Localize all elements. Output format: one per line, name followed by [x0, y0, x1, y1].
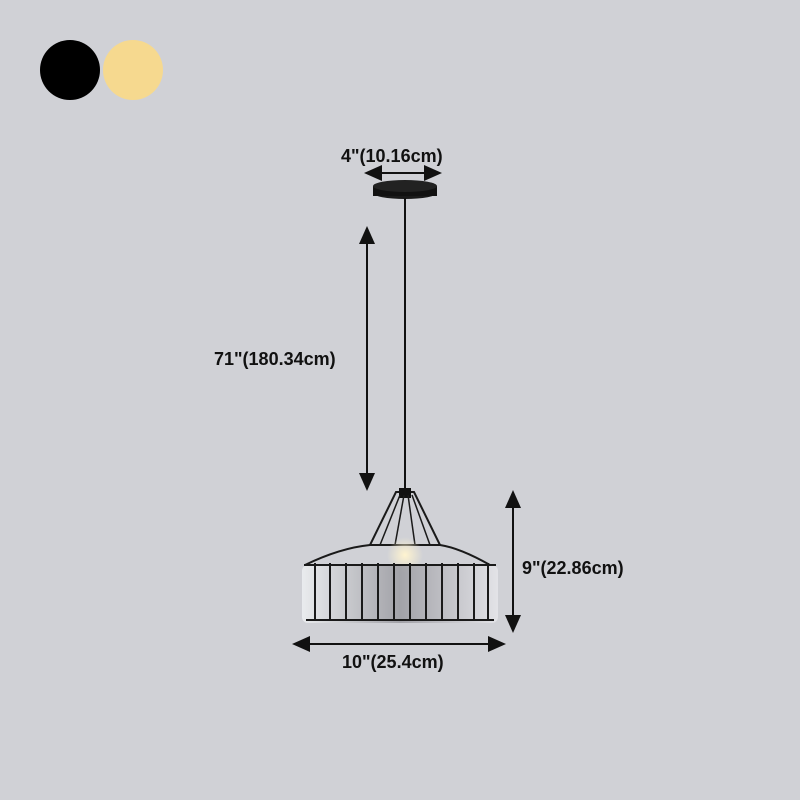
color-swatch-gold[interactable] [103, 40, 163, 100]
cord-length-label: 71"(180.34cm) [214, 349, 336, 369]
shade-width-label: 10"(25.4cm) [342, 652, 444, 672]
color-swatch-black[interactable] [40, 40, 100, 100]
shade-height-label: 9"(22.86cm) [522, 558, 624, 578]
canopy-width-label: 4"(10.16cm) [341, 146, 443, 166]
